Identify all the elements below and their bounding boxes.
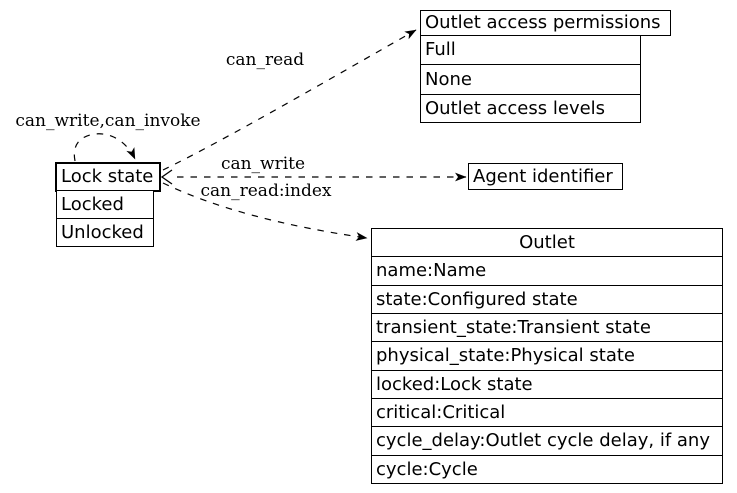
outlet-row-state: state:Configured state: [372, 284, 722, 313]
outlet-row-name: name:Name: [372, 256, 722, 284]
edge-can-write-tail-arrow: [160, 169, 173, 185]
node-agent-identifier: Agent identifier: [468, 163, 623, 190]
edge-label-can-write: can_write: [220, 154, 306, 174]
outlet-title: Outlet: [519, 232, 575, 254]
edge-label-can-write-can-invoke: can_write,can_invoke: [15, 111, 201, 131]
outlet-row-transient-state: transient_state:Transient state: [372, 312, 722, 341]
outlet-access-row-none: None: [420, 64, 641, 95]
lock-state-row-unlocked: Unlocked: [56, 218, 154, 247]
outlet-access-permissions-title: Outlet access permissions: [420, 10, 671, 36]
outlet-row-critical: critical:Critical: [372, 397, 722, 426]
edge-label-can-read: can_read: [225, 50, 305, 70]
outlet-row-physical-state: physical_state:Physical state: [372, 341, 722, 369]
outlet-access-row-levels: Outlet access levels: [420, 94, 641, 123]
node-outlet: Outlet name:Name state:Configured state …: [371, 228, 723, 484]
outlet-row-cycle: cycle:Cycle: [372, 454, 722, 483]
lock-state-title: Lock state: [55, 162, 161, 192]
outlet-row-locked: locked:Lock state: [372, 369, 722, 398]
edge-self-loop: [73, 133, 136, 162]
lock-state-row-locked: Locked: [56, 190, 154, 219]
outlet-row-cycle-delay: cycle_delay:Outlet cycle delay, if any: [372, 426, 722, 454]
outlet-access-row-full: Full: [420, 35, 641, 65]
edge-label-can-read-index: can_read:index: [200, 181, 332, 201]
